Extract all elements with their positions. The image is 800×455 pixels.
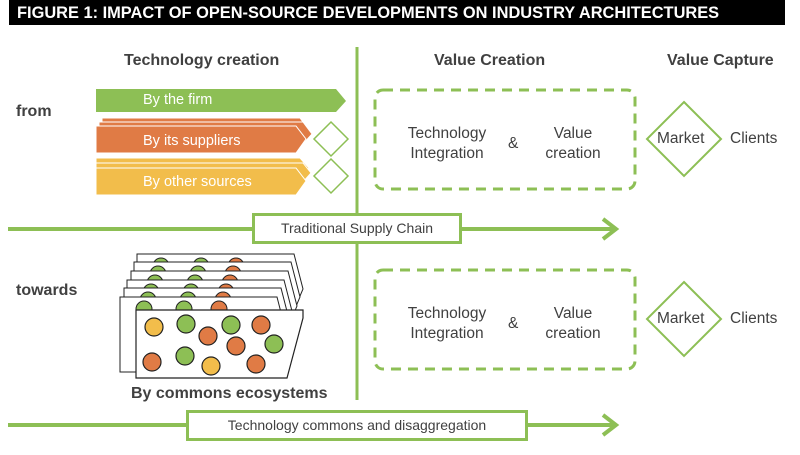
ecosystem-dot [264, 334, 284, 354]
ecosystem-dot [251, 315, 271, 335]
value-creation-text-towards: Value creation [545, 305, 601, 342]
market-label-from: Market [657, 130, 705, 147]
supply-chain-arrowhead [601, 217, 620, 241]
market-diamond-towards [645, 280, 723, 358]
column-heading-value-creation: Value Creation [434, 52, 546, 69]
row-label-from: from [16, 103, 52, 120]
ecosystem-dot [176, 314, 196, 334]
ecosystem-dot [226, 336, 246, 356]
bar-by-the-firm [96, 89, 346, 112]
row-label-towards: towards [16, 282, 78, 299]
figure-title: FIGURE 1: IMPACT OF OPEN-SOURCE DEVELOPM… [17, 4, 720, 22]
figure-title-bar: FIGURE 1: IMPACT OF OPEN-SOURCE DEVELOPM… [9, 0, 785, 25]
clients-label-towards: Clients [730, 310, 778, 327]
ecosystem-dot [201, 356, 221, 376]
label-by-other-sources: By other sources [143, 174, 252, 190]
ecosystem-dot [142, 352, 162, 372]
value-creation-box-towards [373, 268, 637, 371]
tech-integration-towards: Technology Integration [407, 305, 487, 342]
ecosystem-label: By commons ecosystems [131, 385, 328, 402]
traditional-supply-chain-label: Traditional Supply Chain [252, 213, 462, 244]
label-by-the-firm: By the firm [143, 92, 213, 108]
bar-by-its-suppliers [95, 125, 307, 154]
ecosystem-cards [119, 253, 304, 379]
tech-integration-from: Technology Integration [407, 125, 487, 162]
ampersand-from: & [508, 135, 519, 152]
clients-label-from: Clients [730, 130, 778, 147]
market-diamond-from [645, 100, 723, 178]
ecosystem-dot [175, 346, 195, 366]
diamond-suppliers [312, 120, 350, 158]
ecosystem-dot [246, 354, 266, 374]
commons-arrowhead [601, 413, 620, 437]
label-by-its-suppliers: By its suppliers [143, 133, 241, 149]
ampersand-towards: & [508, 315, 519, 332]
ecosystem-dot [221, 315, 241, 335]
commons-disaggregation-label: Technology commons and disaggregation [186, 410, 528, 441]
bar-by-other-sources [95, 167, 307, 196]
column-heading-technology-creation: Technology creation [124, 52, 280, 69]
ecosystem-dot [198, 326, 218, 346]
diamond-other-sources [312, 157, 350, 195]
column-heading-value-capture: Value Capture [667, 52, 774, 69]
market-label-towards: Market [657, 310, 705, 327]
value-creation-box-from [373, 88, 637, 191]
ecosystem-dot [144, 317, 164, 337]
value-creation-text-from: Value creation [545, 125, 601, 162]
